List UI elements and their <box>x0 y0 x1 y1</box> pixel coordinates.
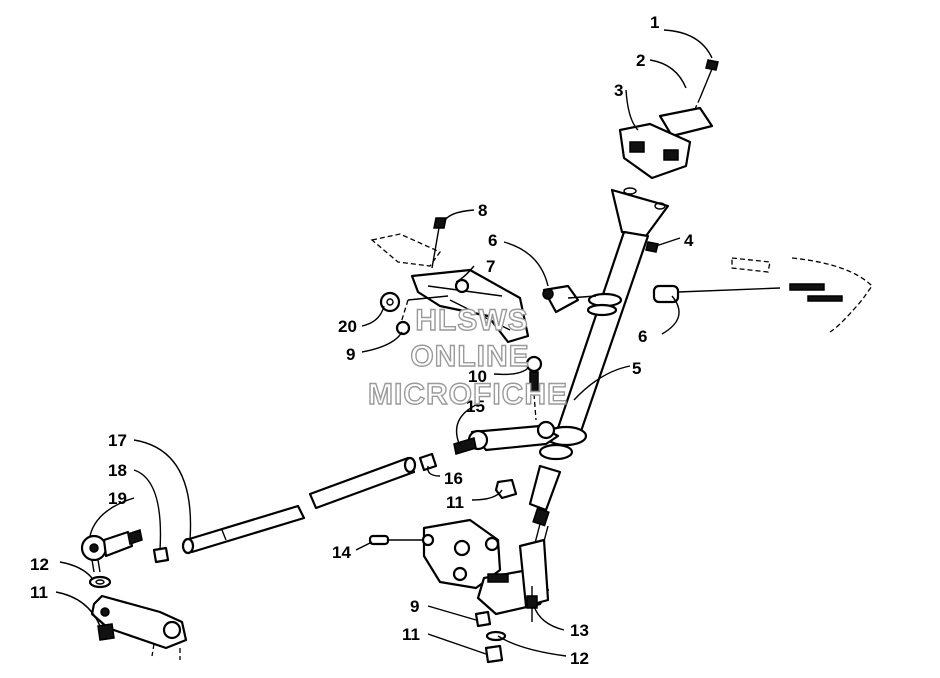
nut-9-upper <box>395 320 411 336</box>
callout-6-upper: 6 <box>488 231 497 250</box>
callout-12-bottom: 12 <box>570 649 589 668</box>
tie-rod-end <box>80 529 143 573</box>
steering-post <box>527 187 670 573</box>
callout-9-upper: 9 <box>346 345 355 364</box>
pitman-arm <box>453 420 560 455</box>
callout-11-center: 11 <box>446 493 464 512</box>
nut-4 <box>645 241 659 253</box>
callout-19: 19 <box>108 489 127 508</box>
watermark-line-3: MICROFICHE <box>368 378 568 411</box>
callout-8: 8 <box>478 201 487 220</box>
watermark: HLSWS ONLINE MICROFICHE <box>367 303 568 411</box>
nut-11-center <box>494 478 518 500</box>
callout-11-bottom: 11 <box>402 625 420 644</box>
callout-6-right: 6 <box>638 327 647 346</box>
callout-3: 3 <box>614 81 623 100</box>
callout-1: 1 <box>650 13 659 32</box>
callout-17: 17 <box>108 431 127 450</box>
callout-15: 15 <box>466 397 485 416</box>
callout-20: 20 <box>338 317 357 336</box>
callout-14: 14 <box>332 543 351 562</box>
callout-16: 16 <box>444 469 463 488</box>
washer-12-left <box>88 575 112 589</box>
callout-labels: 1 2 3 4 5 6 6 7 8 9 9 10 11 11 11 12 12 … <box>30 13 694 668</box>
tie-rod <box>181 452 438 555</box>
callout-7: 7 <box>486 257 495 276</box>
lower-mount-block <box>368 518 502 590</box>
callout-9-lower: 9 <box>410 597 419 616</box>
watermark-line-2: ONLINE <box>410 340 529 373</box>
callout-5: 5 <box>632 359 641 378</box>
leader-lines <box>55 29 713 657</box>
watermark-line-1: HLSWS <box>415 304 528 337</box>
callout-12-left: 12 <box>30 555 49 574</box>
spindle-arm <box>90 594 188 660</box>
bolt-10 <box>525 355 543 421</box>
handlebar-clamp <box>618 59 719 180</box>
nut-9-lower <box>474 610 492 628</box>
nut-20 <box>379 291 401 313</box>
nut-11-bottom <box>484 644 504 664</box>
callout-2: 2 <box>636 51 645 70</box>
bushing-upper <box>542 284 597 314</box>
callout-11-left: 11 <box>30 583 48 602</box>
jam-nut-18 <box>152 546 170 564</box>
handlebar-right-section <box>652 257 873 333</box>
callout-10: 10 <box>468 367 487 386</box>
callout-13: 13 <box>570 621 589 640</box>
steering-bracket <box>370 217 530 344</box>
lower-bearing-plate <box>476 538 550 622</box>
callout-18: 18 <box>108 461 127 480</box>
callout-4: 4 <box>684 231 694 250</box>
